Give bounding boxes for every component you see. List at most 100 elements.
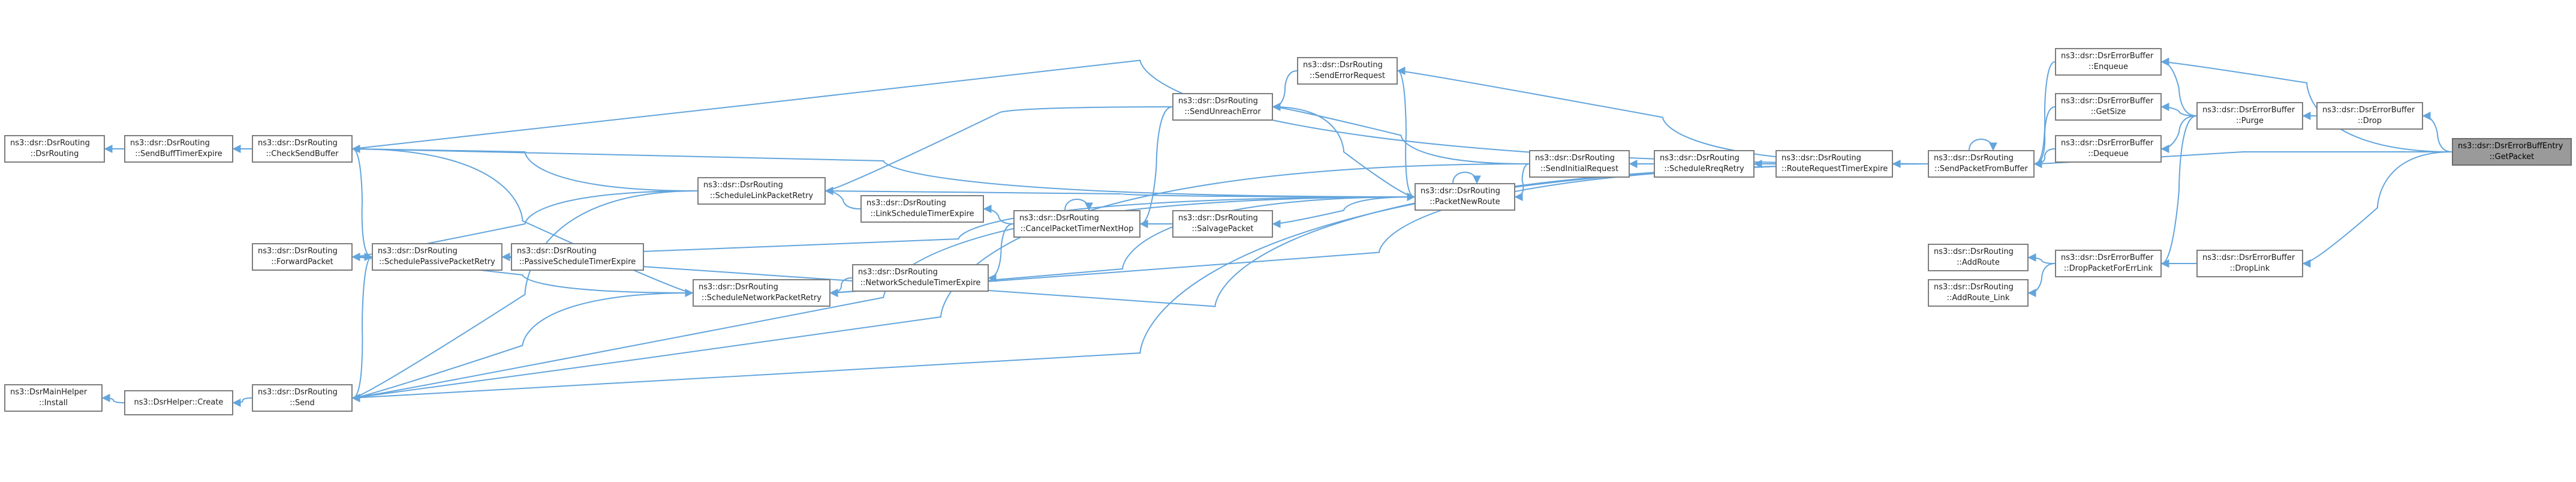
node-dsrrouting-addroute-link[interactable]: ns3::dsr::DsrRouting ::AddRoute_Link bbox=[1928, 279, 2029, 307]
node-dsrrouting-cancelpackettimernexthop[interactable]: ns3::dsr::DsrRouting ::CancelPacketTimer… bbox=[1013, 210, 1140, 238]
node-dsrrouting-addroute[interactable]: ns3::dsr::DsrRouting ::AddRoute bbox=[1928, 244, 2029, 271]
node-label-line2: ::AddRoute_Link bbox=[1946, 294, 2010, 303]
node-dsrrouting-sendpacketfrombuffer[interactable]: ns3::dsr::DsrRouting ::SendPacketFromBuf… bbox=[1928, 150, 2035, 178]
call-edge-dequeue-purge bbox=[2160, 115, 2197, 153]
node-label-line1: ns3::dsr::DsrRouting bbox=[10, 139, 90, 148]
call-edge-send-sendinitreq bbox=[351, 163, 1530, 402]
self-loop-pktnewroute bbox=[1452, 172, 1481, 184]
node-label-line2: ::LinkScheduleTimerExpire bbox=[870, 209, 974, 218]
node-label-line2: ::SendUnreachError bbox=[1184, 107, 1261, 116]
call-edge-install-create bbox=[101, 394, 125, 403]
call-edge-sendfrombuf-dequeue bbox=[2033, 148, 2056, 168]
node-label-line1: ns3::dsr::DsrRouting bbox=[378, 247, 458, 256]
node-label-line1: ns3::dsr::DsrErrorBuffEntry bbox=[2458, 142, 2563, 151]
node-label-line1: ns3::dsr::DsrRouting bbox=[258, 247, 338, 256]
node-errorbuffer-droppacketforerrlink[interactable]: ns3::dsr::DsrErrorBuffer ::DropPacketFor… bbox=[2055, 250, 2162, 277]
node-label-line2: ::Dequeue bbox=[2088, 149, 2129, 158]
node-label-line1: ns3::dsr::DsrRouting bbox=[1660, 154, 1740, 163]
node-label-line2: ::SalvagePacket bbox=[1191, 224, 1254, 233]
node-dsrrouting-send[interactable]: ns3::dsr::DsrRouting ::Send bbox=[252, 384, 353, 412]
call-edge-send-schednet bbox=[351, 292, 693, 402]
node-dsrrouting-dsrrouting[interactable]: ns3::dsr::DsrRouting ::DsrRouting bbox=[4, 135, 105, 163]
node-dsrhelper-create[interactable]: ns3::DsrHelper::Create bbox=[124, 390, 233, 415]
node-label-line2: ::SendPacketFromBuffer bbox=[1934, 164, 2028, 173]
call-edge-addroute-dropforerr bbox=[2027, 253, 2056, 264]
call-edge-enqueue-root bbox=[2160, 58, 2452, 152]
node-dsrrouting-packetnewroute[interactable]: ns3::dsr::DsrRouting ::PacketNewRoute bbox=[1415, 183, 1515, 211]
node-label-line1: ns3::dsr::DsrErrorBuffer bbox=[2061, 97, 2154, 106]
node-label-line1: ns3::dsr::DsrRouting bbox=[517, 247, 597, 256]
node-label-line1: ns3::dsr::DsrErrorBuffer bbox=[2061, 52, 2154, 61]
node-dsrrouting-senderrorrequest[interactable]: ns3::dsr::DsrRouting ::SendErrorRequest bbox=[1297, 57, 1398, 85]
node-label-line1: ns3::dsr::DsrRouting bbox=[1019, 214, 1099, 223]
node-errorbuffer-droplink[interactable]: ns3::dsr::DsrErrorBuffer ::DropLink bbox=[2196, 250, 2303, 277]
call-edge-sendfrombuf-enqueue bbox=[2033, 61, 2056, 168]
node-label-line2: ::SendErrorRequest bbox=[1310, 71, 1385, 80]
node-label-line1: ns3::dsr::DsrRouting bbox=[1178, 97, 1258, 106]
node-label-line2: ::SendInitialRequest bbox=[1540, 164, 1619, 173]
node-dsrrouting-routerequesttimerexpire[interactable]: ns3::dsr::DsrRouting ::RouteRequestTimer… bbox=[1775, 150, 1893, 178]
node-label-line1: ns3::dsr::DsrRouting bbox=[1934, 154, 2014, 163]
node-errorbuffer-purge[interactable]: ns3::dsr::DsrErrorBuffer ::Purge bbox=[2196, 102, 2303, 130]
node-label-line2: ::DropLink bbox=[2229, 264, 2270, 273]
call-edge-schedlink-linksched bbox=[824, 187, 861, 209]
node-dsrrouting-schedulepassivepacketretry[interactable]: ns3::dsr::DsrRouting ::SchedulePassivePa… bbox=[372, 243, 502, 271]
node-dsrrouting-passivescheduletimerexpire[interactable]: ns3::dsr::DsrRouting ::PassiveScheduleTi… bbox=[511, 243, 644, 271]
node-label-line1: ns3::dsr::DsrRouting bbox=[699, 283, 778, 292]
node-dsrrouting-sendunreacherror[interactable]: ns3::dsr::DsrRouting ::SendUnreachError bbox=[1172, 93, 1273, 121]
call-edge-sendunreach-sendinitreq bbox=[1272, 103, 1530, 164]
node-label-line1: ns3::dsr::DsrErrorBuffer bbox=[2061, 139, 2154, 148]
node-dsrrouting-networkscheduletimerexpire[interactable]: ns3::dsr::DsrRouting ::NetworkScheduleTi… bbox=[852, 264, 989, 292]
node-dsrrouting-schedulenetworkpacketretry[interactable]: ns3::dsr::DsrRouting ::ScheduleNetworkPa… bbox=[693, 279, 830, 307]
call-edge-salvage-pktnewroute bbox=[1272, 196, 1415, 228]
node-label-line2: ::CheckSendBuffer bbox=[266, 149, 339, 158]
node-label-line1: ns3::dsr::DsrErrorBuffer bbox=[2322, 106, 2415, 115]
node-label-line1: ns3::DsrHelper::Create bbox=[134, 398, 224, 407]
node-label-line1: ns3::dsr::DsrRouting bbox=[858, 268, 938, 277]
node-errorbuffer-dequeue[interactable]: ns3::dsr::DsrErrorBuffer ::Dequeue bbox=[2055, 135, 2162, 163]
node-label-line2: ::ScheduleLinkPacketRetry bbox=[709, 191, 814, 200]
node-label-line2: ::NetworkScheduleTimerExpire bbox=[860, 279, 981, 288]
node-dsrrouting-schedulerreqretry[interactable]: ns3::dsr::DsrRouting ::ScheduleRreqRetry bbox=[1654, 150, 1755, 178]
node-errorbuffentry-getpacket[interactable]: ns3::dsr::DsrErrorBuffEntry ::GetPacket bbox=[2452, 138, 2572, 166]
call-edge-netsched-cancelnext bbox=[988, 223, 1014, 282]
node-label-line1: ns3::dsr::DsrRouting bbox=[258, 388, 338, 397]
node-errorbuffer-getsize[interactable]: ns3::dsr::DsrErrorBuffer ::GetSize bbox=[2055, 93, 2162, 121]
node-dsrrouting-schedulelinkpacketretry[interactable]: ns3::dsr::DsrRouting ::ScheduleLinkPacke… bbox=[697, 177, 826, 205]
node-label-line2: ::Purge bbox=[2236, 116, 2264, 125]
node-errorbuffer-enqueue[interactable]: ns3::dsr::DsrErrorBuffer ::Enqueue bbox=[2055, 48, 2162, 76]
call-edge-pktnewroute-sendinitreq bbox=[1514, 163, 1530, 201]
call-edge-pktnewroute-sendunreach bbox=[1272, 106, 1416, 201]
node-label-line1: ns3::DsrMainHelper bbox=[10, 388, 88, 397]
node-label-line1: ns3::dsr::DsrRouting bbox=[703, 181, 783, 190]
node-label-line2: ::GetSize bbox=[2090, 107, 2126, 116]
node-label-line2: ::PassiveScheduleTimerExpire bbox=[519, 258, 636, 267]
call-edge-checkbuf-pktnewroute bbox=[351, 145, 1415, 197]
node-dsrrouting-forwardpacket[interactable]: ns3::dsr::DsrRouting ::ForwardPacket bbox=[252, 243, 353, 271]
node-label-line2: ::Install bbox=[39, 399, 68, 408]
node-errorbuffer-drop[interactable]: ns3::dsr::DsrErrorBuffer ::Drop bbox=[2316, 102, 2423, 130]
node-label-line1: ns3::dsr::DsrRouting bbox=[1934, 247, 2014, 256]
call-edge-enqueue-purge bbox=[2160, 58, 2197, 116]
node-dsrrouting-checksendbuffer[interactable]: ns3::dsr::DsrRouting ::CheckSendBuffer bbox=[252, 135, 353, 163]
node-dsrrouting-salvagepacket[interactable]: ns3::dsr::DsrRouting ::SalvagePacket bbox=[1172, 210, 1273, 238]
call-edge-schednet-checkbuf bbox=[352, 148, 694, 297]
node-label-line1: ns3::dsr::DsrErrorBuffer bbox=[2061, 253, 2154, 262]
node-label-line1: ns3::dsr::DsrRouting bbox=[130, 139, 210, 148]
node-label-line2: ::DropPacketForErrLink bbox=[2063, 264, 2153, 273]
call-edge-schednet-sendfrombuf bbox=[829, 163, 1928, 297]
call-edge-schedlink-pktnewroute bbox=[824, 187, 1415, 197]
node-dsrrouting-sendinitialrequest[interactable]: ns3::dsr::DsrRouting ::SendInitialReques… bbox=[1529, 150, 1630, 178]
node-dsrrouting-sendbufftimerexpire[interactable]: ns3::dsr::DsrRouting ::SendBuffTimerExpi… bbox=[124, 135, 233, 163]
call-edge-send-sendfrombuf bbox=[351, 163, 1928, 402]
call-edge-sendunreach-senderrreq bbox=[1272, 70, 1298, 111]
node-dsrrouting-linkscheduletimerexpire[interactable]: ns3::dsr::DsrRouting ::LinkScheduleTimer… bbox=[860, 195, 984, 223]
call-edge-send-schedlink bbox=[351, 190, 698, 402]
node-label-line1: ns3::dsr::DsrRouting bbox=[258, 139, 338, 148]
node-label-line2: ::SchedulePassivePacketRetry bbox=[379, 258, 495, 267]
node-label-line2: ::PacketNewRoute bbox=[1430, 197, 1500, 206]
node-label-line1: ns3::dsr::DsrErrorBuffer bbox=[2202, 253, 2295, 262]
node-label-line2: ::SendBuffTimerExpire bbox=[135, 149, 222, 158]
node-label-line1: ns3::dsr::DsrRouting bbox=[1535, 154, 1615, 163]
node-dsrmainhelper-install[interactable]: ns3::DsrMainHelper ::Install bbox=[4, 384, 103, 412]
